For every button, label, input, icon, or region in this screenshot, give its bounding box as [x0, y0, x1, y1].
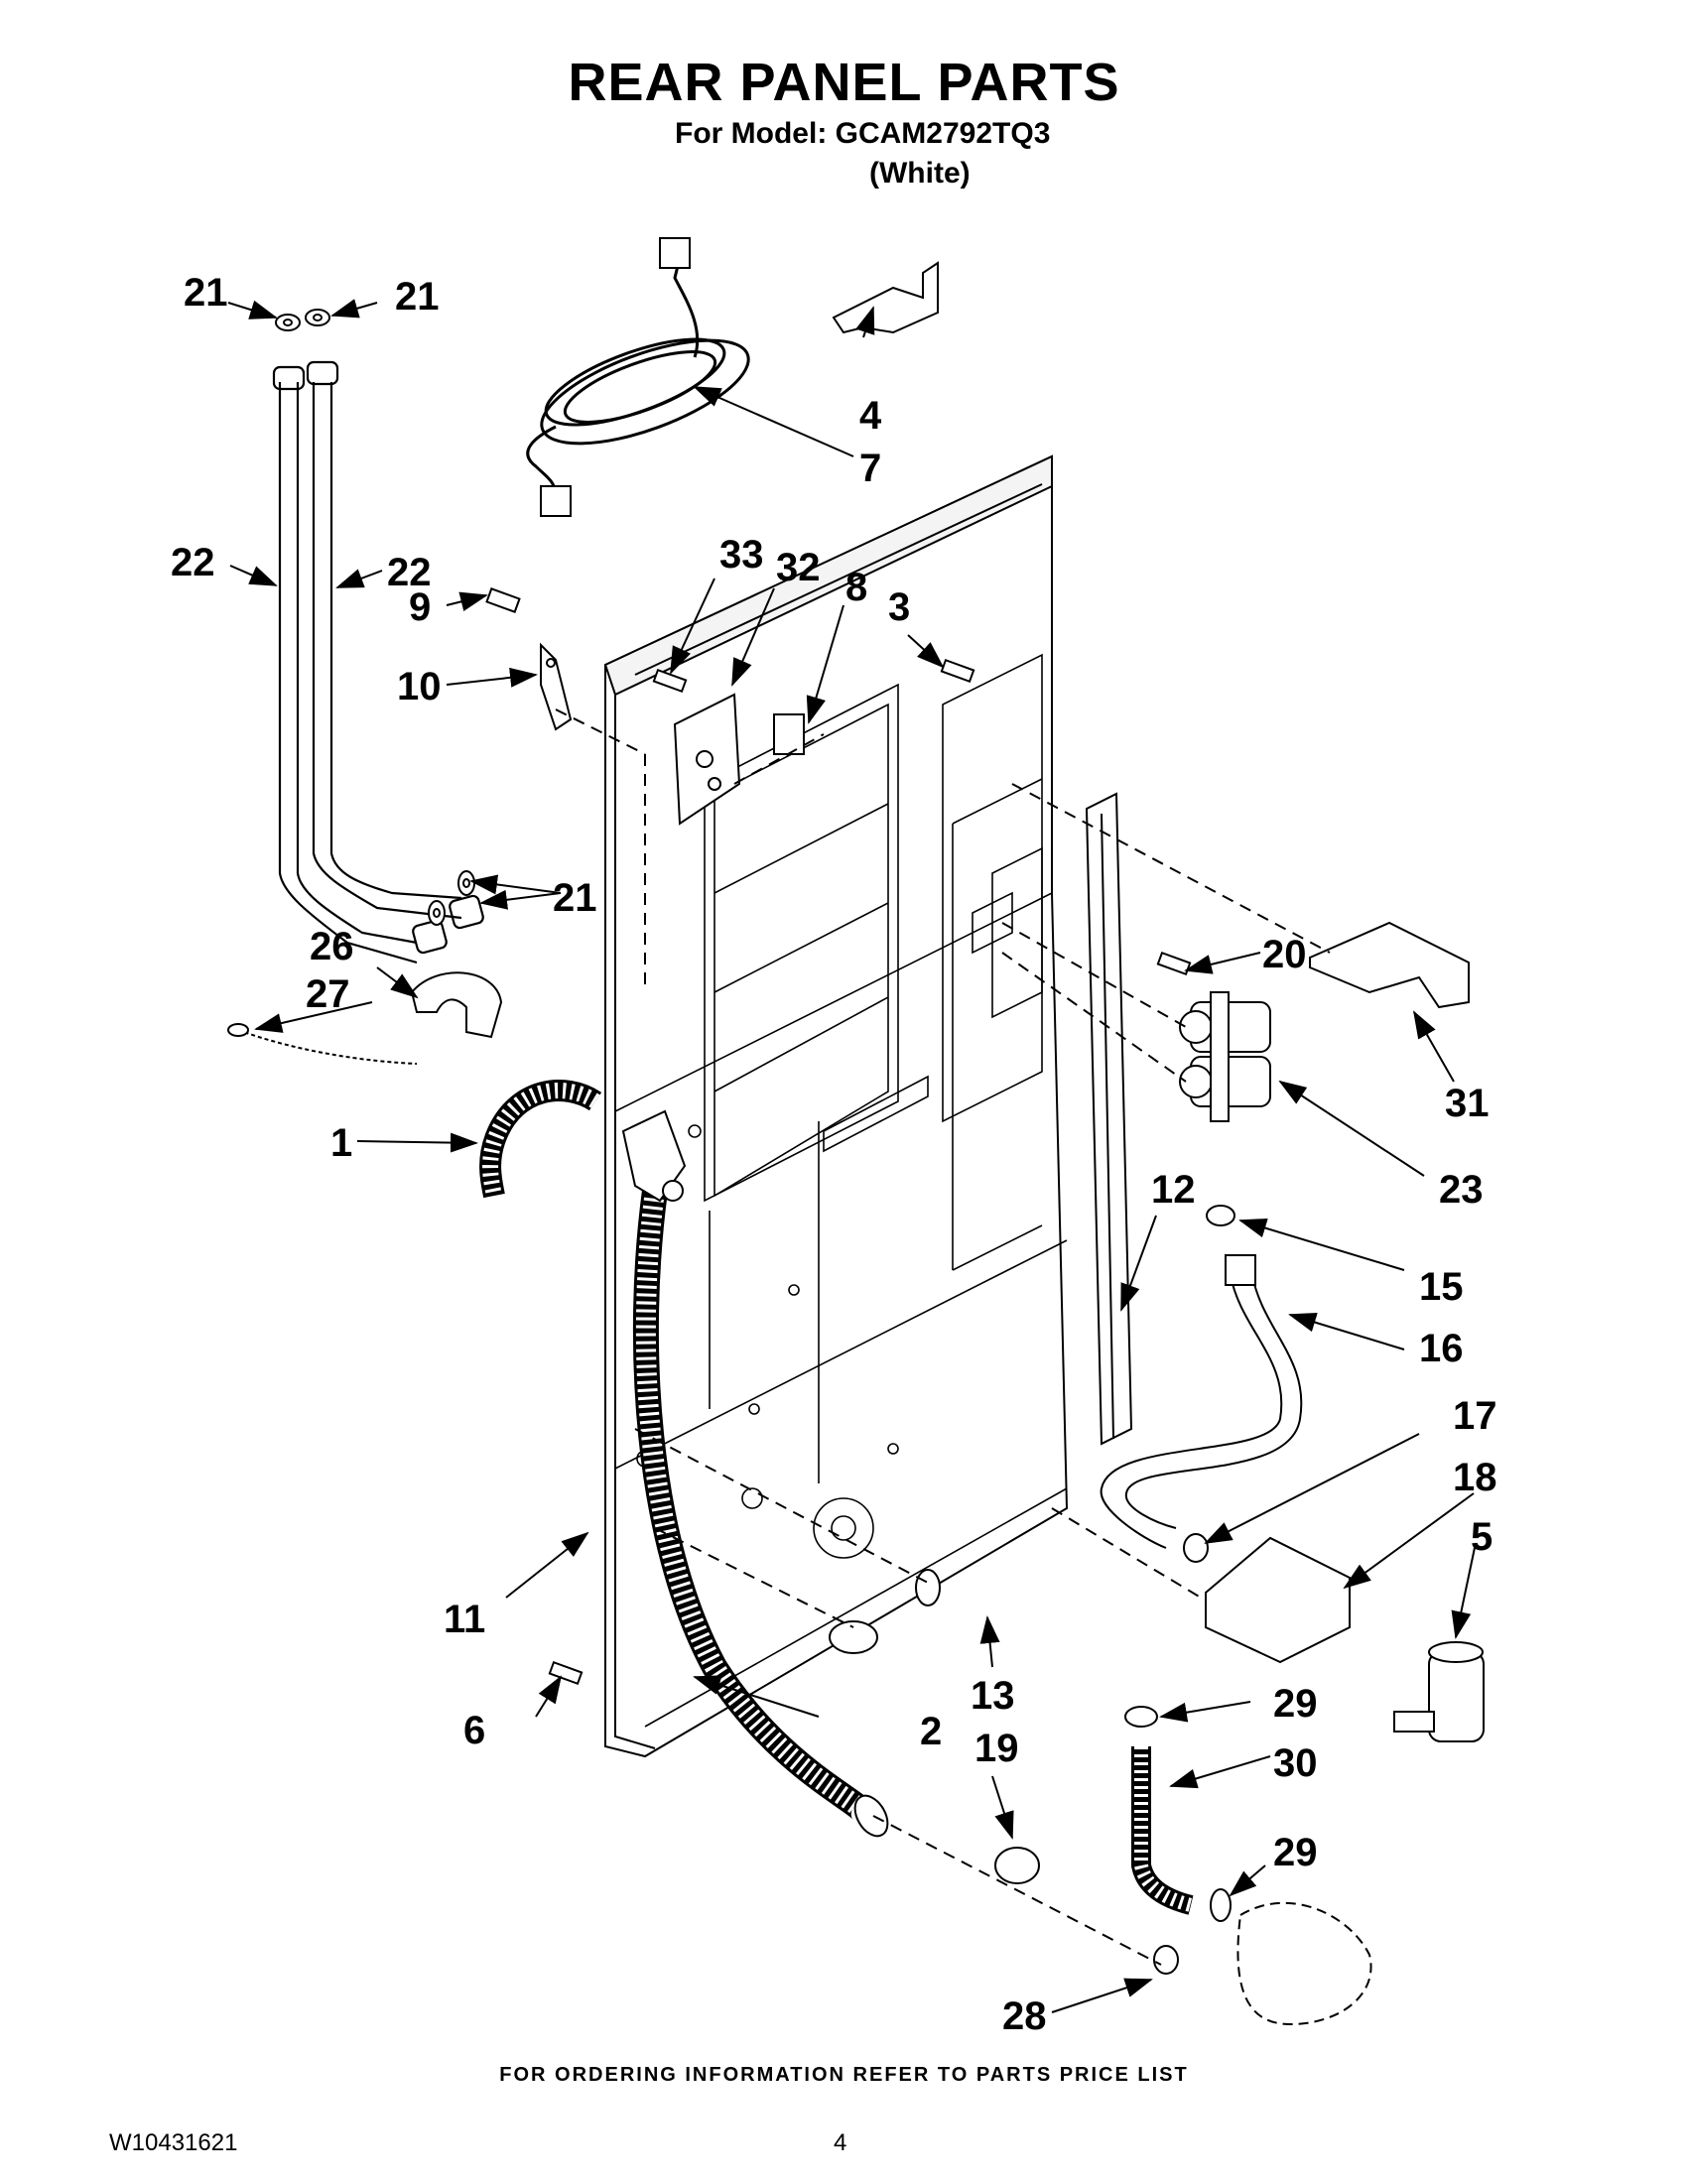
page-title: REAR PANEL PARTS: [568, 53, 1120, 112]
callout-4: 4: [859, 394, 882, 438]
pump-bracket: [1205, 1536, 1351, 1664]
callout-26: 26: [310, 925, 354, 968]
callout-31: 31: [1445, 1082, 1490, 1125]
callout-9: 9: [409, 585, 431, 629]
callout-17: 17: [1453, 1394, 1497, 1438]
callout-21-a: 21: [184, 271, 228, 315]
callout-30: 30: [1273, 1741, 1318, 1785]
model-color: (White): [869, 157, 971, 190]
callout-16: 16: [1419, 1327, 1464, 1370]
callout-labels: 21 21 22 22 9 10 21 26 27 1 11 6 2 4 7 3…: [171, 271, 1497, 2038]
callout-12: 12: [1151, 1168, 1196, 1212]
drain-hose: [479, 1080, 889, 1838]
callout-28: 28: [1002, 1994, 1047, 2038]
cord-clip: [832, 261, 939, 334]
valve-shield: [1309, 921, 1470, 1009]
callout-19: 19: [974, 1727, 1019, 1770]
callout-29-a: 29: [1273, 1682, 1318, 1726]
ordering-note: FOR ORDERING INFORMATION REFER TO PARTS …: [499, 2064, 1189, 2086]
callout-6: 6: [463, 1709, 485, 1752]
side-channel: [1085, 792, 1133, 1446]
callout-21-b: 21: [395, 275, 440, 319]
callout-21-c: 21: [553, 876, 597, 920]
fill-hose: [1100, 1205, 1303, 1563]
power-cord: [526, 237, 750, 517]
callout-1: 1: [330, 1121, 352, 1165]
assembly-lines: [555, 708, 1331, 1966]
callout-23: 23: [1439, 1168, 1484, 1212]
water-valve: [1156, 951, 1271, 1122]
hose-washers: [275, 309, 475, 926]
callout-7: 7: [859, 447, 881, 490]
callout-11: 11: [444, 1598, 485, 1641]
inlet-hoses: [272, 360, 484, 964]
callout-22-a: 22: [171, 541, 215, 584]
callout-27: 27: [306, 972, 350, 1016]
callout-8: 8: [845, 566, 867, 609]
callout-32: 32: [776, 546, 821, 589]
hose-bracket: [485, 587, 573, 731]
callout-22-b: 22: [387, 551, 432, 594]
drain-pump: [1393, 1641, 1485, 1742]
callout-33: 33: [719, 533, 764, 577]
callout-3: 3: [888, 585, 910, 629]
leader-arrows: [227, 299, 1477, 2013]
screw-6: [548, 1660, 584, 1686]
callout-29-b: 29: [1273, 1831, 1318, 1874]
callout-18: 18: [1453, 1456, 1497, 1499]
callout-15: 15: [1419, 1265, 1464, 1309]
callout-13: 13: [971, 1674, 1015, 1718]
callout-5: 5: [1471, 1515, 1493, 1559]
callout-10: 10: [397, 665, 442, 708]
page-number: 4: [834, 2129, 847, 2156]
callout-20: 20: [1262, 933, 1307, 976]
model-number: For Model: GCAM2792TQ3: [675, 117, 1051, 150]
document-number: W10431621: [109, 2129, 238, 2156]
tie-strap: [227, 971, 503, 1065]
callout-2: 2: [920, 1710, 942, 1753]
